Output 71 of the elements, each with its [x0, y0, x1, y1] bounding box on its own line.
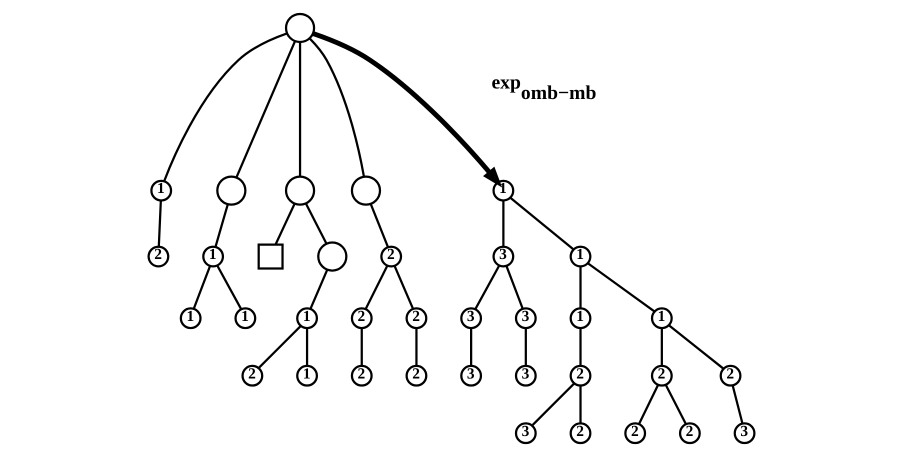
node-circle: 2 — [241, 364, 264, 387]
connector — [638, 384, 659, 425]
node-circle — [216, 176, 246, 206]
node-circle — [350, 176, 382, 206]
node-circle: 2 — [650, 364, 673, 387]
connector — [505, 266, 524, 310]
node-box — [258, 244, 284, 270]
node-circle: 2 — [720, 364, 742, 387]
connector — [258, 325, 302, 368]
node-circle: 1 — [150, 180, 172, 202]
connector — [732, 385, 744, 424]
node-circle: 3 — [514, 364, 537, 387]
connector — [235, 40, 296, 178]
node-circle: 2 — [147, 246, 170, 268]
connector — [579, 386, 582, 424]
node-circle: 3 — [492, 246, 514, 268]
node-circle — [284, 12, 316, 44]
node-circle: 2 — [350, 307, 373, 330]
connector — [192, 266, 212, 310]
connector — [470, 328, 472, 366]
connector — [664, 384, 687, 425]
connector — [415, 328, 418, 366]
node-circle: 3 — [734, 422, 756, 444]
connector — [474, 265, 500, 310]
node-circle: 3 — [460, 364, 482, 387]
connector — [532, 382, 576, 426]
node-circle: 1 — [296, 364, 318, 387]
node-circle: 3 — [514, 307, 537, 330]
node-circle: 1 — [202, 246, 224, 268]
connector — [214, 204, 229, 248]
node-circle: 2 — [406, 364, 428, 387]
connector — [308, 38, 365, 177]
connector — [524, 328, 527, 366]
connector — [360, 328, 363, 366]
connector — [510, 197, 574, 250]
connector — [370, 204, 389, 248]
connector — [394, 266, 414, 310]
node-circle — [317, 241, 348, 272]
node-circle: 1 — [234, 307, 256, 330]
node-circle: 2 — [570, 364, 592, 387]
connector — [298, 42, 302, 176]
connector — [660, 328, 663, 366]
node-circle: 2 — [380, 246, 402, 268]
node-circle: 2 — [570, 422, 592, 444]
node-circle: 1 — [570, 246, 592, 268]
node-circle: 1 — [492, 180, 514, 202]
node-circle: 3 — [514, 422, 537, 444]
connector — [158, 200, 162, 246]
connector — [310, 269, 328, 310]
arrow — [312, 31, 502, 188]
connector — [587, 262, 656, 312]
connector — [579, 328, 582, 366]
node-circle: 3 — [460, 307, 482, 330]
node-circle: 2 — [624, 422, 646, 444]
node-circle: 2 — [406, 307, 428, 330]
connector — [502, 200, 504, 246]
node-circle: 2 — [678, 422, 701, 444]
node-circle: 1 — [296, 307, 318, 330]
connector — [364, 265, 388, 310]
node-circle: 1 — [650, 307, 673, 330]
connector — [216, 265, 242, 310]
connector — [274, 203, 296, 245]
connector — [668, 324, 724, 370]
node-circle: 1 — [570, 307, 592, 330]
connector — [579, 266, 582, 308]
node-circle: 2 — [350, 364, 373, 387]
node-circle: 1 — [180, 307, 202, 330]
connector — [306, 328, 308, 366]
connector — [163, 32, 288, 182]
node-circle — [284, 176, 316, 206]
connector — [304, 203, 328, 244]
